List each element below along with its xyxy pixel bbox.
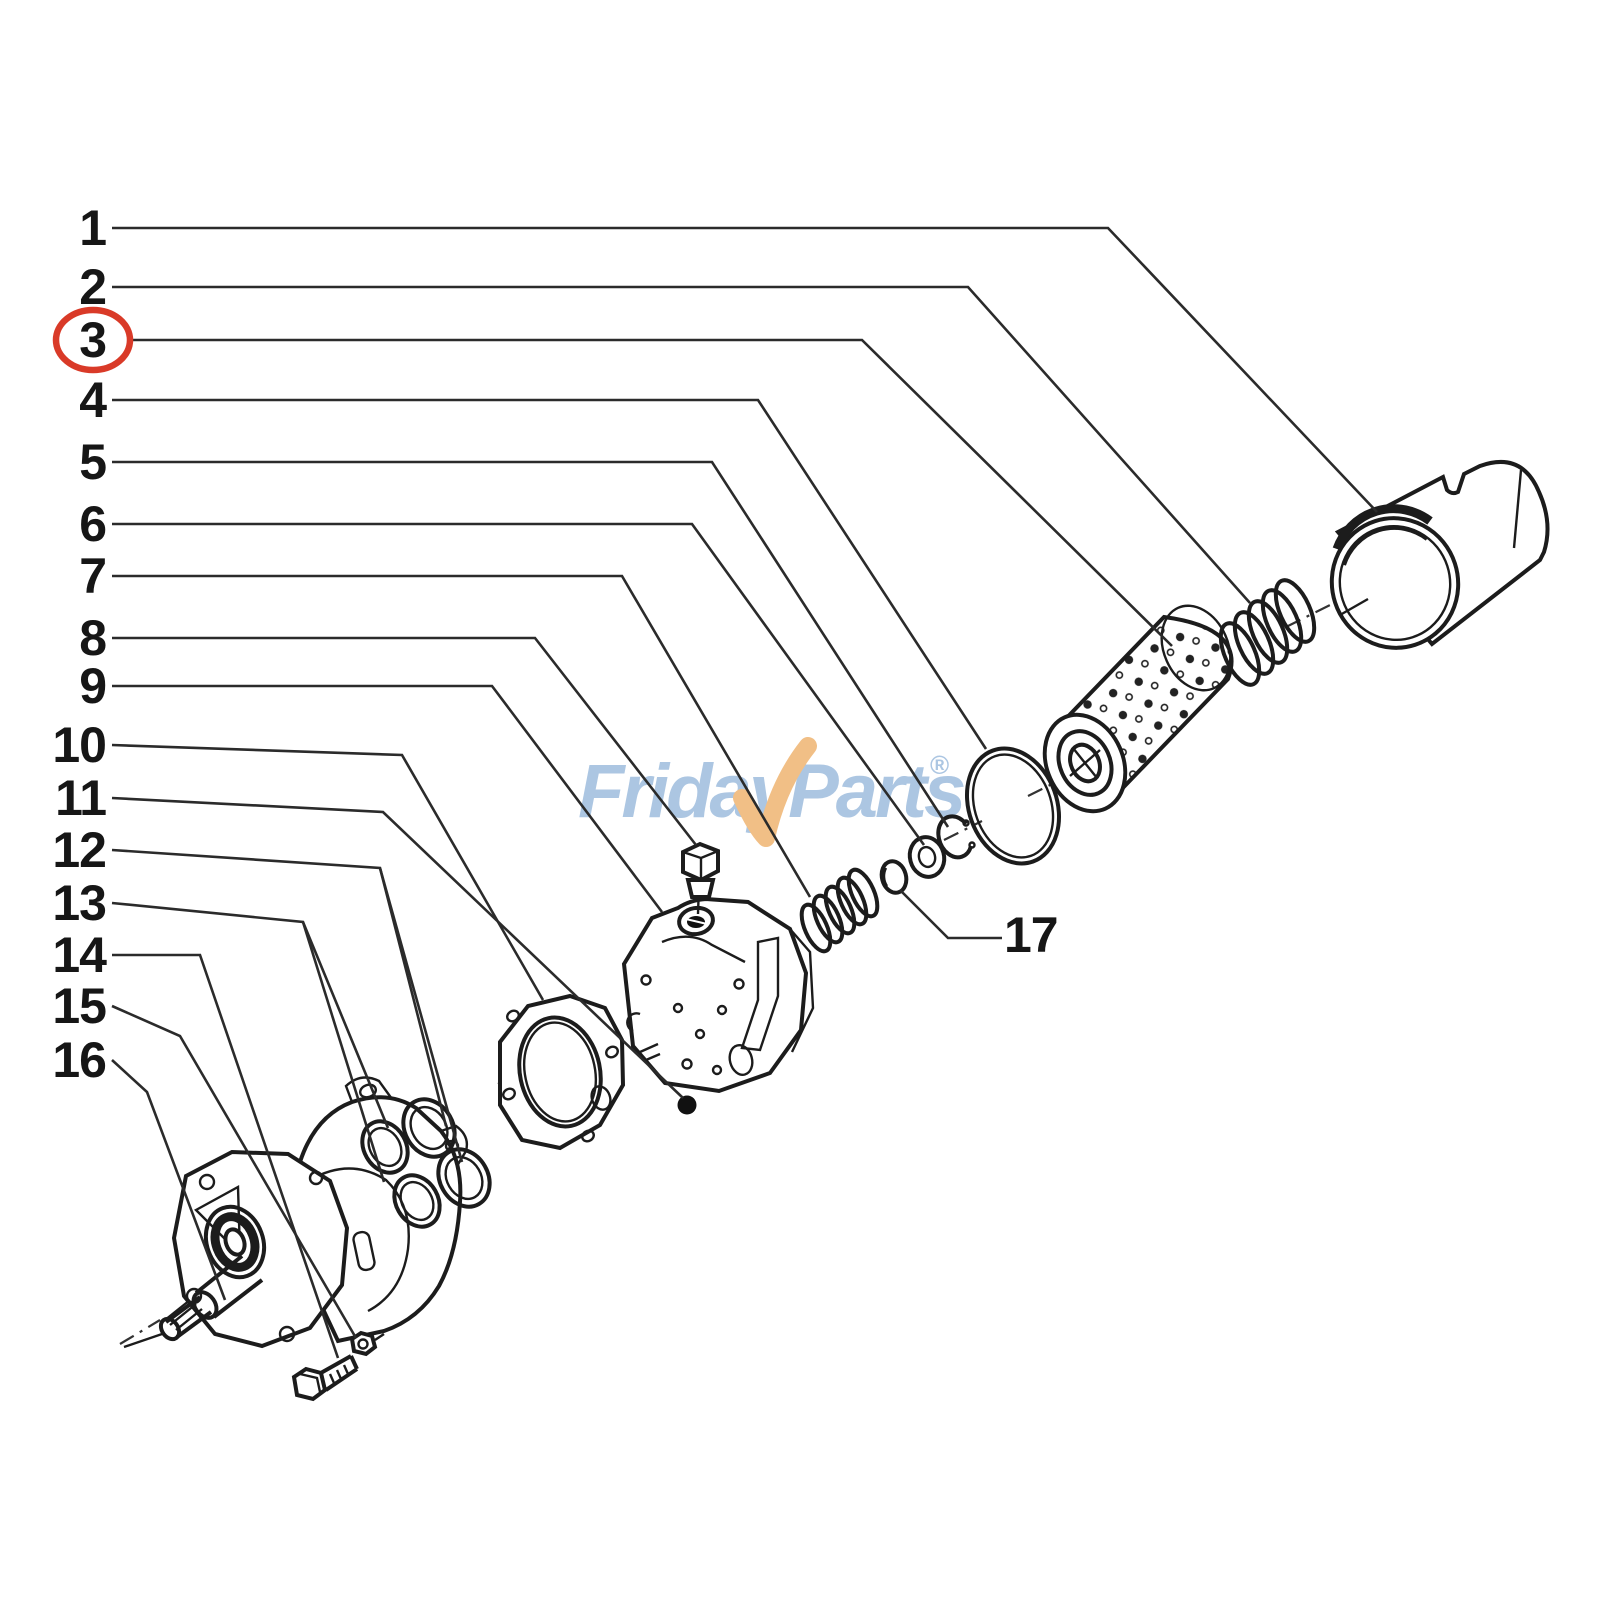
leader-line-10 bbox=[111, 743, 545, 1001]
callout-2: 2 bbox=[79, 259, 106, 315]
part-drive-shaft bbox=[123, 1254, 264, 1349]
part-nut bbox=[349, 1330, 385, 1357]
part-washer bbox=[907, 835, 947, 879]
callout-labels: 1 2 3 4 5 6 7 8 9 10 11 12 13 14 15 16 1… bbox=[52, 200, 1058, 1088]
part-hex-plug bbox=[681, 841, 720, 899]
leader-line-7 bbox=[112, 574, 812, 898]
part-snap-ring bbox=[936, 814, 976, 860]
leader-lines bbox=[111, 226, 1378, 1359]
part-pump-body bbox=[123, 1076, 469, 1402]
callout-5: 5 bbox=[79, 434, 106, 490]
leader-line-14 bbox=[112, 953, 340, 1359]
callout-12: 12 bbox=[52, 822, 106, 878]
leader-line-13 bbox=[111, 901, 390, 1129]
leader-line-6 bbox=[112, 522, 926, 846]
leader-line-12 bbox=[111, 848, 448, 1127]
callout-3: 3 bbox=[79, 312, 106, 368]
leader-line-3 bbox=[132, 338, 1173, 647]
callout-1: 1 bbox=[79, 200, 106, 256]
part-valve-spring bbox=[799, 867, 880, 954]
watermark-prefix: Frida bbox=[578, 749, 752, 834]
callout-9: 9 bbox=[79, 658, 106, 714]
registered-mark: ® bbox=[930, 750, 950, 780]
callout-11: 11 bbox=[55, 770, 106, 826]
watermark-suffix: Parts bbox=[788, 749, 966, 834]
leader-line-8 bbox=[112, 636, 698, 846]
leader-line-12b bbox=[378, 867, 464, 1163]
callout-17: 17 bbox=[1004, 907, 1058, 963]
part-o-ring bbox=[964, 746, 1062, 866]
highlight-circle-callout-3 bbox=[52, 306, 134, 374]
leader-line-2 bbox=[112, 285, 1251, 604]
leader-line-4 bbox=[112, 398, 988, 750]
leader-line-16 bbox=[111, 1059, 227, 1301]
callout-8: 8 bbox=[79, 610, 106, 666]
leader-line-15 bbox=[111, 1004, 358, 1339]
leader-line-11 bbox=[111, 796, 684, 1099]
leader-line-1 bbox=[112, 226, 1378, 513]
part-spring-large bbox=[1218, 578, 1317, 687]
leader-line-17 bbox=[899, 889, 1002, 940]
callout-6: 6 bbox=[79, 496, 106, 552]
callout-10: 10 bbox=[52, 717, 106, 773]
callout-14: 14 bbox=[52, 927, 107, 983]
part-filter-element bbox=[1042, 604, 1234, 814]
leader-line-13b bbox=[301, 921, 386, 1183]
callout-7: 7 bbox=[79, 548, 106, 604]
leader-line-5 bbox=[112, 460, 950, 828]
callout-16: 16 bbox=[52, 1032, 106, 1088]
callout-15: 15 bbox=[52, 978, 106, 1034]
part-pump-cover bbox=[621, 883, 815, 1094]
part-bolt bbox=[291, 1354, 359, 1402]
part-piston bbox=[1329, 460, 1550, 650]
part-steel-ball bbox=[677, 1095, 697, 1115]
leader-line-9 bbox=[112, 684, 664, 913]
part-gasket bbox=[498, 993, 626, 1151]
part-valve-disc bbox=[879, 859, 909, 895]
callout-13: 13 bbox=[52, 875, 106, 931]
callout-4: 4 bbox=[79, 372, 107, 428]
